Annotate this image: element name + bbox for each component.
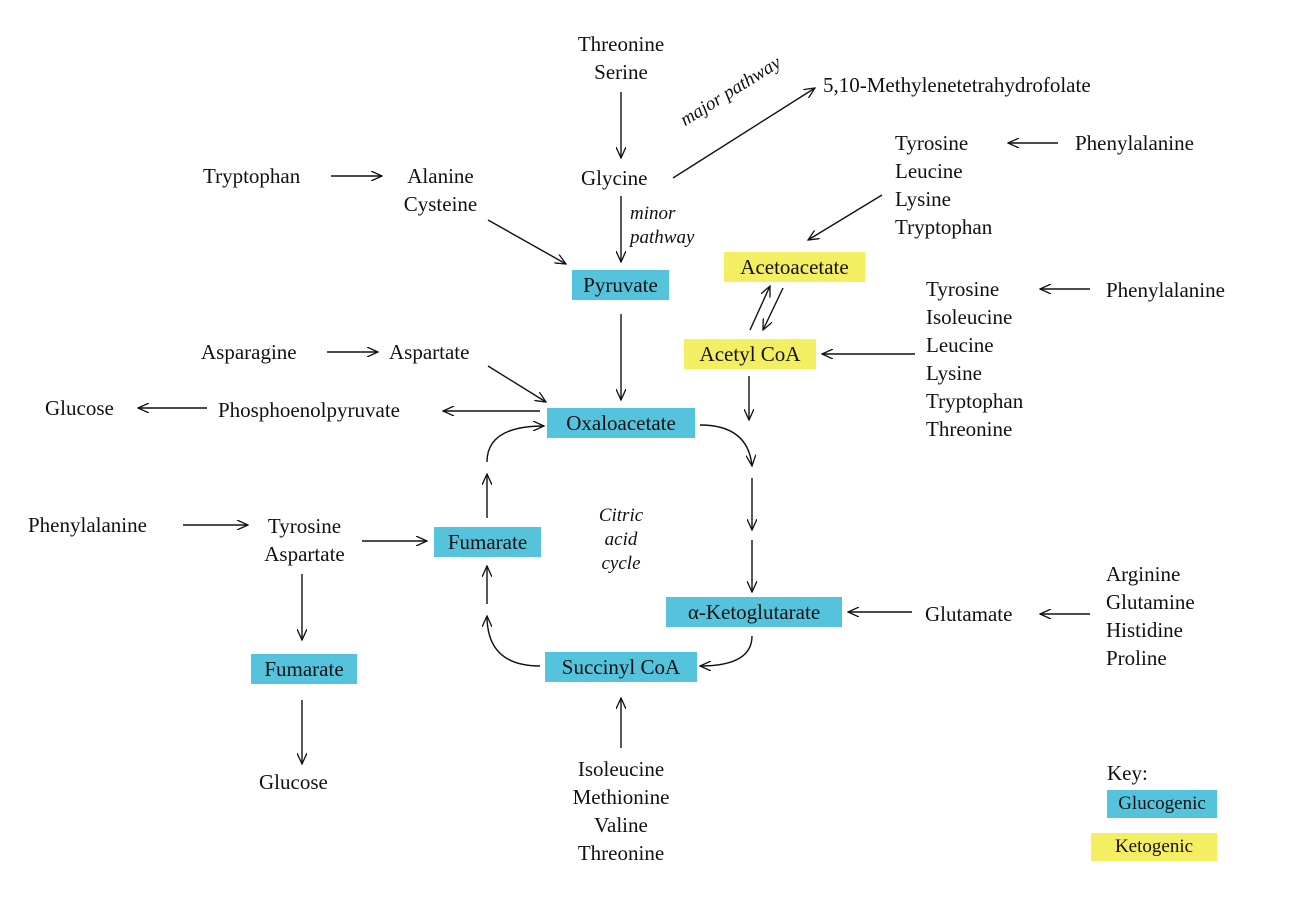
box-oxaloacetate: Oxaloacetate [547, 408, 695, 438]
box-alpha-ketoglutarate: α-Ketoglutarate [666, 597, 842, 627]
arrow-oxaloacetate-to-cycle [699, 424, 752, 466]
arrow-ketogenic-group-to-acetoacetate [808, 194, 883, 240]
label-threonine-serine: Threonine Serine [577, 32, 665, 84]
label-phenylalanine-2: Phenylalanine [1106, 278, 1225, 302]
label-phenylalanine-1: Phenylalanine [1075, 131, 1194, 155]
label-methylenetetrahydrofolate: 5,10-Methylenetetrahydrofolate [823, 73, 1091, 97]
label-succinyl-coa-sources: Isoleucine Methionine Valine Threonine [572, 757, 670, 865]
label-glutamate-sources: Arginine Glutamine Histidine Proline [1106, 562, 1195, 670]
label-asparagine: Asparagine [201, 340, 297, 364]
label-glucose-2: Glucose [259, 770, 328, 794]
box-succinyl-coa: Succinyl CoA [545, 652, 697, 682]
label-glutamate: Glutamate [925, 602, 1013, 626]
box-fumarate-side: Fumarate [251, 654, 357, 684]
label-citric-acid-cycle: Citric acid cycle [598, 505, 644, 574]
label-aspartate: Aspartate [389, 340, 470, 364]
arrow-cycle-to-oxaloacetate [486, 426, 544, 463]
arrow-succinyl-coa-to-cycle [487, 616, 541, 667]
label-glucose-1: Glucose [45, 396, 114, 420]
label-glycine: Glycine [581, 166, 648, 190]
key-ketogenic: Ketogenic [1091, 833, 1217, 861]
arrow-aspartate-to-oxaloacetate [487, 365, 546, 402]
label-ketogenic-group-2: Tyrosine Isoleucine Leucine Lysine Trypt… [926, 277, 1024, 441]
box-pyruvate: Pyruvate [572, 270, 669, 300]
label-phenylalanine-3: Phenylalanine [28, 513, 147, 537]
label-tyrosine-aspartate: Tyrosine Aspartate [264, 514, 345, 566]
label-ketogenic-group-1: Tyrosine Leucine Lysine Tryptophan [895, 131, 993, 239]
arrow-glycine-to-methylene-thf [672, 88, 815, 179]
label-tryptophan: Tryptophan [203, 164, 301, 188]
arrow-acetyl-coa-to-acetoacetate [749, 286, 770, 331]
label-alanine-cysteine: Alanine Cysteine [403, 164, 478, 216]
box-fumarate-cycle: Fumarate [434, 527, 541, 557]
box-acetyl-coa: Acetyl CoA [684, 339, 816, 369]
key-title: Key: [1107, 761, 1148, 785]
arrow-alanine-to-pyruvate [487, 219, 566, 264]
label-minor-pathway: minor pathway [630, 203, 695, 248]
arrow-alpha-ketoglutarate-to-succinyl-coa [700, 635, 753, 666]
box-acetoacetate: Acetoacetate [724, 252, 865, 282]
key-glucogenic: Glucogenic [1107, 790, 1217, 818]
label-phosphoenolpyruvate: Phosphoenolpyruvate [218, 398, 400, 422]
arrow-acetoacetate-to-acetyl-coa [763, 287, 784, 330]
